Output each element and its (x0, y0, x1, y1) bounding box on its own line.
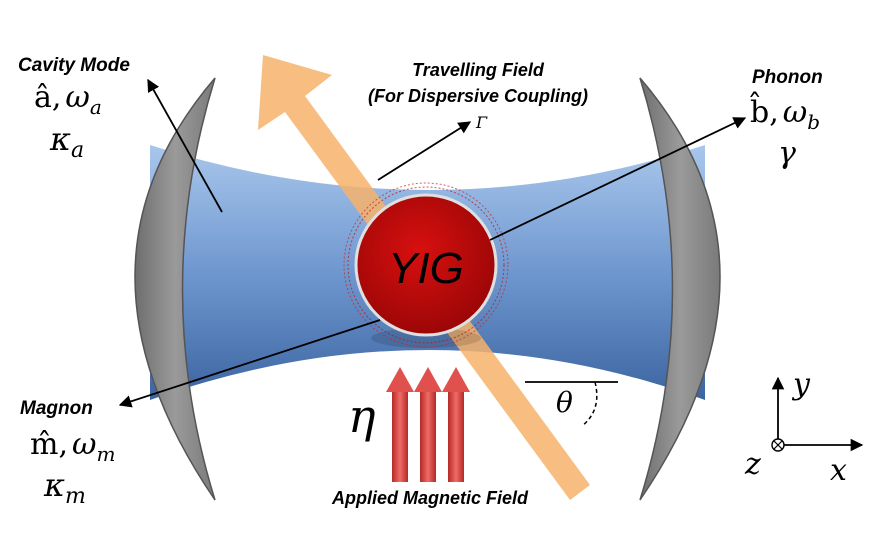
theta-arc (581, 381, 598, 427)
field-arrow-3 (442, 367, 470, 482)
travelling-field-subtitle: (For Dispersive Coupling) (368, 86, 588, 106)
coordinate-axes (771, 376, 864, 452)
cavity-pointer (147, 78, 223, 213)
magnon-pointer (118, 319, 381, 408)
cavity-decay: κa (49, 120, 84, 163)
yig-sphere (343, 182, 509, 348)
applied-field-arrows (386, 367, 470, 482)
phonon-pointer (489, 117, 747, 241)
left-mirror (134, 77, 216, 501)
phonon-operator: b̂,ωb (749, 91, 820, 134)
cavity-operator: â,ωa (34, 80, 102, 119)
field-arrow-2 (414, 367, 442, 482)
field-arrow-1 (386, 367, 414, 482)
cavity-mode-title: Cavity Mode (18, 55, 130, 76)
gamma-big-label: Γ (475, 113, 488, 132)
magnon-decay: κm (43, 466, 86, 509)
theta-label: θ (556, 386, 573, 419)
applied-field-label: Applied Magnetic Field (331, 488, 529, 508)
eta-label: η (348, 389, 376, 443)
phonon-decay: γ (778, 136, 796, 171)
yig-label: YIG (388, 244, 464, 293)
axis-x-label: x (830, 453, 847, 488)
axis-y-label: y (791, 367, 811, 402)
phonon-title: Phonon (752, 67, 823, 88)
right-mirror (639, 77, 721, 501)
magnon-operator: m̂,ωm (30, 427, 115, 466)
axis-z-label: z (744, 447, 761, 482)
travelling-field-title: Travelling Field (412, 60, 545, 80)
travelling-pointer (377, 121, 472, 181)
magnon-title: Magnon (20, 398, 93, 419)
